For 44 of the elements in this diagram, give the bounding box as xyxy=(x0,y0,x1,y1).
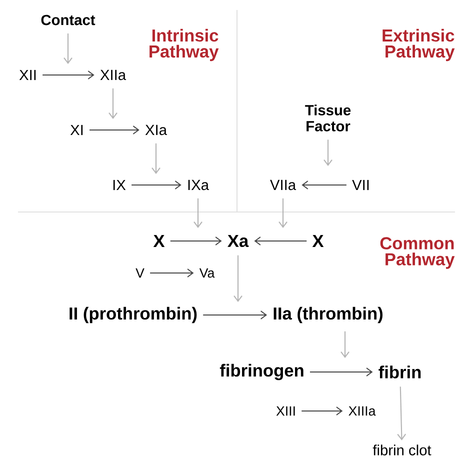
arrow xyxy=(302,406,343,416)
arrow xyxy=(302,180,346,190)
factor-label: fibrin clot xyxy=(372,444,432,456)
factor-label: fibrin xyxy=(378,366,421,378)
arrow xyxy=(278,198,288,228)
factor-label: VIIa xyxy=(270,180,296,190)
factor-label: XIII xyxy=(276,406,295,416)
arrow xyxy=(152,143,160,174)
factor-label: Contact xyxy=(41,14,96,26)
factor-label: IX xyxy=(113,180,126,190)
factor-label: XIa xyxy=(145,124,167,136)
arrow xyxy=(340,331,350,358)
arrow xyxy=(108,88,118,119)
factor-label: XII xyxy=(19,70,36,80)
arrow xyxy=(64,33,72,64)
arrow xyxy=(194,198,202,228)
factor-label: XI xyxy=(70,124,83,136)
factor-label: XIIIa xyxy=(348,406,376,416)
factor-label: X xyxy=(153,235,165,247)
arrow xyxy=(132,180,182,190)
pathway-label: Common Pathway xyxy=(380,237,455,269)
arrow xyxy=(203,310,268,320)
arrow xyxy=(310,368,373,376)
arrow xyxy=(90,126,140,134)
factor-label: IIa (thrombin) xyxy=(274,306,382,324)
factor-label: II (prothrombin) xyxy=(70,306,197,324)
factor-label: Xa xyxy=(228,234,249,248)
factor-label: Va xyxy=(199,268,215,278)
factor-label: XIIa xyxy=(100,70,126,80)
arrow xyxy=(42,70,94,80)
factor-label: VII xyxy=(352,180,369,190)
factor-label: fibrinogen xyxy=(220,364,304,380)
arrow xyxy=(397,386,406,440)
factor-label: X xyxy=(312,235,324,247)
pathway-label: Extrinsic Pathway xyxy=(382,28,455,62)
factor-label: IXa xyxy=(188,180,209,190)
arrow xyxy=(170,236,222,246)
pathway-label: Intrinsic Pathway xyxy=(150,28,219,62)
arrow xyxy=(234,255,242,302)
arrow xyxy=(324,140,332,166)
arrow xyxy=(150,268,194,278)
factor-label: Tissue Factor xyxy=(305,104,351,132)
arrow xyxy=(254,236,307,246)
factor-label: V xyxy=(136,268,144,278)
